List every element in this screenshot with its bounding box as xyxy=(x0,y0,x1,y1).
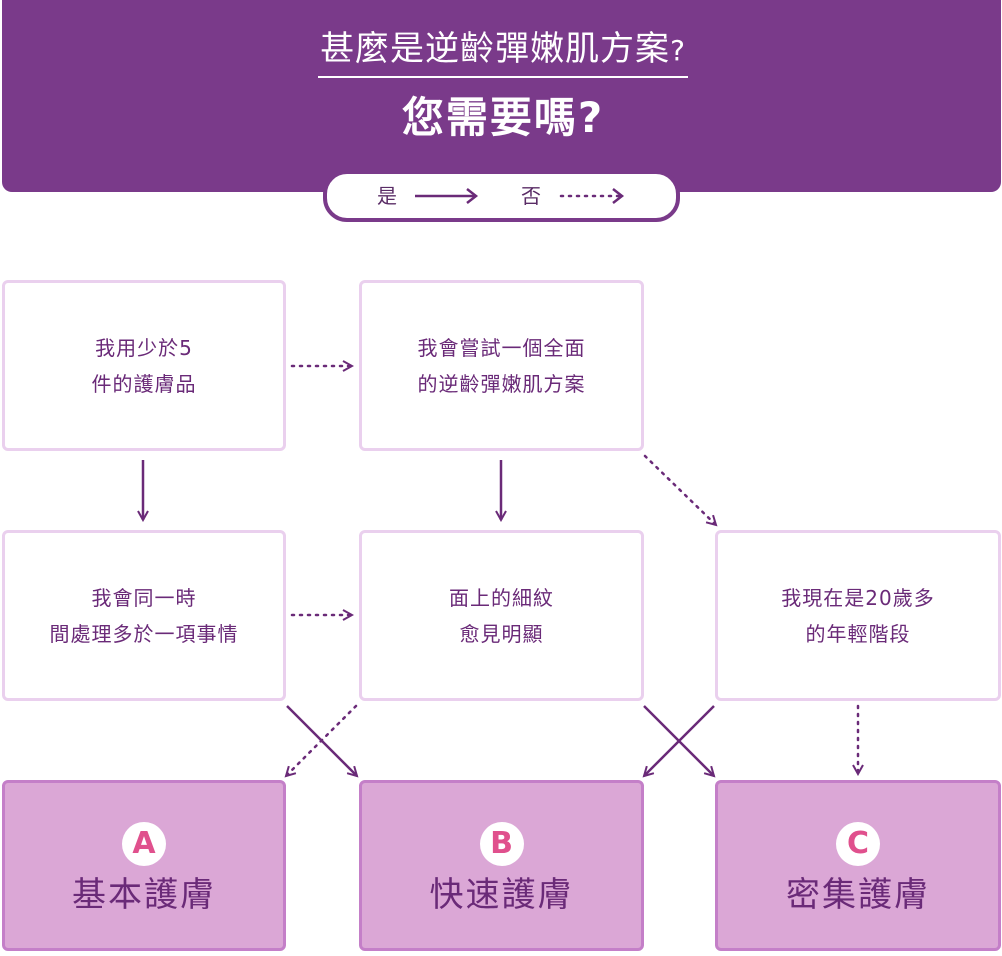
question-3-text: 我會同一時 間處理多於一項事情 xyxy=(50,580,239,652)
page-title-mark: ? xyxy=(670,34,686,67)
page-subtitle: 您需要嗎? xyxy=(401,93,605,142)
question-2-line2: 的逆齡彈嫩肌方案 xyxy=(417,371,586,396)
question-4-line1: 面上的細紋 xyxy=(449,585,554,610)
result-b-name: 快速護膚 xyxy=(429,875,574,915)
question-4-line2: 愈見明顯 xyxy=(459,621,544,646)
yes-arrow-q5-to-b xyxy=(644,705,715,776)
question-box-2: 我會嘗試一個全面 的逆齡彈嫩肌方案 xyxy=(359,280,644,451)
result-box-a: A 基本護膚 xyxy=(2,780,286,951)
question-4-text: 面上的細紋 愈見明顯 xyxy=(449,580,554,652)
question-2-text: 我會嘗試一個全面 的逆齡彈嫩肌方案 xyxy=(418,330,586,402)
result-a-name: 基本護膚 xyxy=(72,875,216,915)
page-title-text: 甚麼是逆齡彈嫩肌方案 xyxy=(320,29,671,69)
result-c-badge: C xyxy=(836,822,880,866)
solid-arrow-icon xyxy=(415,188,479,204)
result-box-c: C 密集護膚 xyxy=(715,780,1001,951)
header-banner: 甚麼是逆齡彈嫩肌方案? 您需要嗎? xyxy=(2,0,1001,192)
question-box-1: 我用少於5 件的護膚品 xyxy=(2,280,286,451)
question-3-line1: 我會同一時 xyxy=(91,585,197,610)
question-box-5: 我現在是20歲多 的年輕階段 xyxy=(715,530,1001,701)
question-box-4: 面上的細紋 愈見明顯 xyxy=(359,530,644,701)
no-arrow-q4-to-a xyxy=(286,704,358,776)
page-title: 甚麼是逆齡彈嫩肌方案? xyxy=(2,26,1002,78)
page-title-underline: 甚麼是逆齡彈嫩肌方案? xyxy=(318,26,688,78)
question-5-line1: 我現在是20歲多 xyxy=(781,585,935,610)
result-b-badge: B xyxy=(479,822,524,866)
no-arrow-q2-to-q5 xyxy=(643,454,716,525)
question-1-line1: 我用少於5 xyxy=(95,335,193,360)
question-3-line2: 間處理多於一項事情 xyxy=(49,621,239,646)
legend-yes-label: 是 xyxy=(377,184,397,208)
question-box-3: 我會同一時 間處理多於一項事情 xyxy=(2,530,286,701)
question-5-line2: 的年輕階段 xyxy=(805,621,911,646)
question-2-line1: 我會嘗試一個全面 xyxy=(417,335,586,360)
question-5-text: 我現在是20歲多 的年輕階段 xyxy=(781,580,934,652)
result-box-b: B 快速護膚 xyxy=(359,780,644,951)
legend: 是 否 xyxy=(323,170,680,222)
question-1-text: 我用少於5 件的護膚品 xyxy=(92,330,197,402)
result-a-badge: A xyxy=(122,822,166,866)
legend-no-label: 否 xyxy=(521,184,541,208)
result-c-name: 密集護膚 xyxy=(786,875,930,915)
dotted-arrow-icon xyxy=(559,188,625,204)
question-1-line2: 件的護膚品 xyxy=(91,371,197,396)
